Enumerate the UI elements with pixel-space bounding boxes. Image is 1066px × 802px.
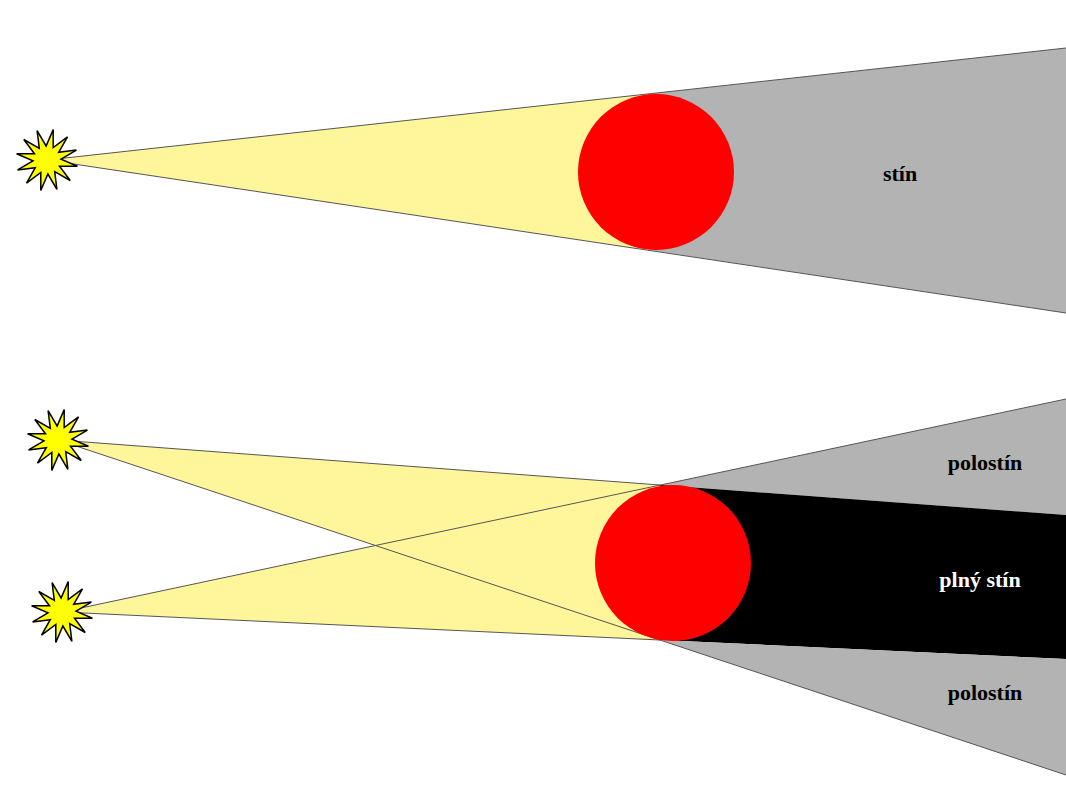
ray-line: [58, 440, 660, 485]
penumbra-label: polostín: [948, 451, 1023, 475]
penumbra-label: polostín: [948, 681, 1023, 705]
light-source-star: [17, 130, 78, 191]
umbra-label: plný stín: [939, 568, 1020, 592]
shadow-label: stín: [883, 162, 917, 186]
light-cone: [47, 94, 648, 250]
opaque-ball: [595, 485, 751, 641]
ray-line: [62, 399, 1066, 612]
light-source-star: [28, 410, 89, 471]
ray-line: [62, 612, 660, 640]
ray-line: [47, 160, 1066, 313]
opaque-ball: [578, 94, 734, 250]
light-cone: [62, 485, 660, 640]
light-source-star: [32, 582, 93, 643]
ray-line: [47, 48, 1066, 160]
ray-line: [58, 440, 1066, 775]
